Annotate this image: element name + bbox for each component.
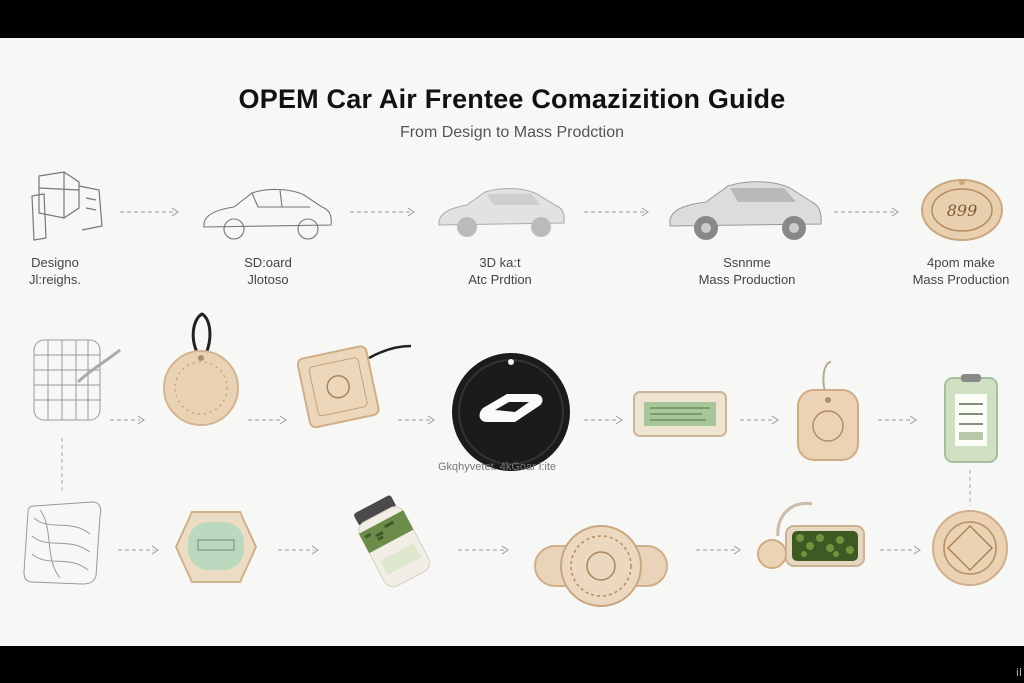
wood-freshener-badge-step: 899 — [917, 174, 1007, 244]
car-production-model-step — [666, 176, 824, 246]
moss-tray-step — [752, 496, 868, 576]
connector-line — [969, 470, 971, 506]
sketch-pattern-step — [20, 498, 110, 586]
arrow-right — [878, 415, 917, 425]
car-3d-model-step — [435, 183, 565, 243]
round-wood-tag-step — [158, 308, 248, 428]
arrow-right — [248, 415, 287, 425]
arrow-right — [880, 545, 921, 555]
arrow-right — [118, 545, 159, 555]
green-pouch-tag-step — [943, 372, 1001, 464]
arrow-right — [584, 415, 623, 425]
hexagon-green-tag-step — [172, 508, 260, 586]
round-vent-clip-step — [531, 518, 671, 614]
arrow-right — [398, 415, 435, 425]
diagram-canvas: OPEM Car Air Frentee Comazizition Guide … — [0, 38, 1024, 646]
arrow-right — [696, 545, 741, 555]
arrow-right — [120, 207, 179, 217]
arrow-right — [278, 545, 319, 555]
page-title: OPEM Car Air Frentee Comazizition Guide — [238, 84, 786, 114]
square-wood-tag-step — [297, 338, 417, 428]
arrow-right — [110, 415, 145, 425]
car-wireframe-step — [200, 183, 335, 245]
page-subtitle: From Design to Mass Prodction — [399, 124, 625, 141]
arrow-right — [458, 545, 509, 555]
black-round-logo-tag-step — [449, 350, 573, 474]
badge-text: 899 — [947, 201, 978, 220]
arrow-right — [584, 207, 649, 217]
design-sketch-step — [24, 168, 114, 248]
row-note: Gkqhyvetet. 4kGoar l:ite — [438, 461, 556, 473]
arrow-right — [834, 207, 899, 217]
grid-blueprint-step — [28, 330, 128, 430]
green-label-card-step — [632, 390, 728, 438]
arrow-right — [740, 415, 779, 425]
arrow-right — [350, 207, 415, 217]
jar-product-step — [346, 492, 442, 588]
round-wood-disc-step — [930, 508, 1010, 588]
connector-line — [61, 438, 63, 494]
watermark: il — [1015, 666, 1022, 679]
hanging-wood-tag-step — [793, 356, 863, 466]
